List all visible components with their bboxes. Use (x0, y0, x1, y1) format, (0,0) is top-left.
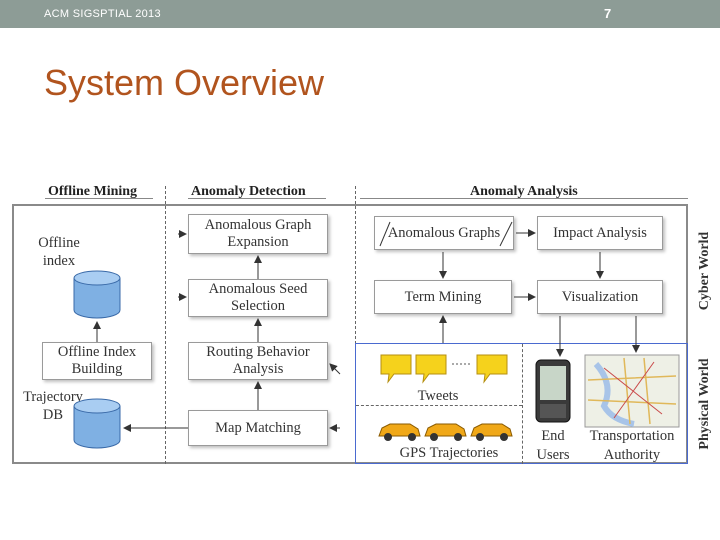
offline-index-db-icon (73, 270, 121, 319)
gps-trajectories-label: GPS Trajectories (399, 445, 499, 461)
header-underline (188, 198, 326, 199)
page-number: 7 (604, 6, 612, 21)
section-divider (355, 186, 356, 464)
trajectory-db-label: Trajectory DB (23, 389, 83, 423)
taxi-cars-icon (378, 423, 513, 441)
header-underline (360, 198, 688, 199)
trajectory-db-icon (73, 398, 121, 449)
impact-analysis-box: Impact Analysis (537, 216, 663, 250)
tweet-bubbles-icon (380, 354, 508, 384)
slide-header-bar: ACM SIGSPTIAL 2013 7 (0, 0, 720, 28)
visualization-box: Visualization (537, 280, 663, 314)
section-anomaly-analysis: Anomaly Analysis (470, 184, 578, 199)
conference-label: ACM SIGSPTIAL 2013 (44, 8, 161, 20)
map-matching-box: Map Matching (188, 410, 328, 446)
anomalous-graph-expansion-box: Anomalous Graph Expansion (188, 214, 328, 254)
routing-behavior-analysis-box: Routing Behavior Analysis (188, 342, 328, 380)
anomalous-graphs-box: Anomalous Graphs (374, 216, 514, 250)
tweets-label: Tweets (417, 388, 459, 404)
region-divider (522, 344, 523, 464)
transportation-authority-label: Transportation Authority (589, 428, 675, 463)
term-mining-box: Term Mining (374, 280, 512, 314)
section-offline-mining: Offline Mining (48, 184, 138, 199)
offline-index-building-box: Offline Index Building (42, 342, 152, 380)
anomalous-seed-selection-box: Anomalous Seed Selection (188, 279, 328, 317)
offline-index-label: Offline index (38, 235, 80, 269)
diagram-frame (12, 204, 688, 464)
region-divider (356, 405, 522, 406)
end-users-label: End Users (536, 428, 570, 463)
physical-world-region (355, 343, 688, 464)
section-divider (165, 186, 166, 464)
section-anomaly-detection: Anomaly Detection (191, 184, 306, 199)
map-icon (584, 354, 680, 428)
header-underline (45, 198, 153, 199)
phone-icon (535, 359, 571, 423)
slide-title: System Overview (44, 62, 325, 103)
